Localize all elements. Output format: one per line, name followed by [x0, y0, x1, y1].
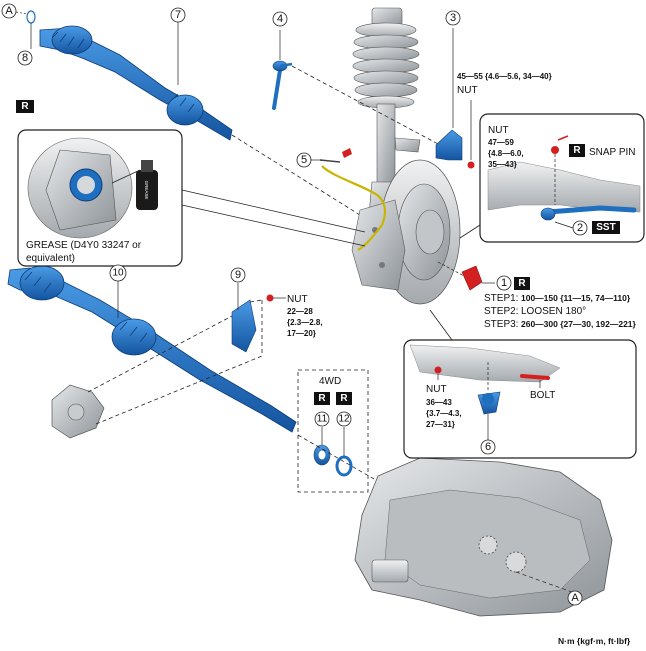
- ball-joint-nut-kgf: {3.7—4.3,: [426, 409, 462, 418]
- svg-text:A: A: [571, 592, 579, 604]
- grease-caption-2: equivalent): [26, 253, 75, 264]
- ball-joint-nut-ftlbf: 27—31}: [426, 420, 455, 429]
- badge-replace-1: R: [514, 277, 530, 290]
- badge-sst: SST: [592, 221, 620, 234]
- svg-text:11: 11: [317, 414, 328, 425]
- svg-text:R: R: [21, 101, 29, 112]
- step3-label: STEP3:: [484, 319, 518, 330]
- callout-8: 8: [17, 50, 33, 66]
- callout-3: 3: [445, 10, 461, 26]
- callout-9: 9: [230, 267, 246, 283]
- ball-joint-nut-value: 36—43: [426, 398, 452, 407]
- snap-pin-label: SNAP PIN: [589, 147, 636, 158]
- svg-text:R: R: [518, 278, 526, 289]
- grease-caption-1: GREASE (D4Y0 33247 or: [26, 240, 142, 251]
- step1-value: 100—150 {11—15, 74—110}: [521, 293, 631, 303]
- step1-label: STEP1:: [484, 293, 518, 304]
- harness-clip-red: [342, 148, 352, 158]
- inset-tie-rod: [479, 113, 645, 243]
- clip-ring: [26, 10, 36, 24]
- badge-replace-snap: R: [569, 144, 585, 157]
- strut-nut-red: [467, 161, 475, 169]
- bracket-nut-kgf: {2.3—2.8,: [287, 318, 323, 327]
- svg-text:6: 6: [485, 441, 491, 453]
- bracket-nut-red: [266, 294, 274, 302]
- joint-housing: [51, 384, 105, 439]
- torque-strut-label: NUT: [457, 85, 478, 96]
- callout-1: 1: [496, 275, 512, 291]
- brake-disc-knuckle: [351, 159, 461, 305]
- tie-rod-nut-label: NUT: [488, 125, 509, 136]
- svg-text:R: R: [340, 393, 348, 404]
- svg-text:R: R: [318, 393, 326, 404]
- inset-grease: [17, 129, 183, 267]
- callout-11: 11: [314, 411, 330, 427]
- transmission: [354, 457, 613, 617]
- callout-a-top: A: [1, 3, 17, 19]
- callout-7: 7: [170, 7, 186, 23]
- bracket-nut-value: 22—28: [287, 307, 313, 316]
- drive-shaft-lower: [7, 265, 297, 433]
- leader-dashed: [231, 134, 361, 216]
- badge-replace-11: R: [314, 392, 330, 405]
- svg-text:12: 12: [338, 414, 350, 425]
- badge-replace-8: R: [16, 100, 34, 113]
- units-note: N·m {kgf·m, ft·lbf}: [558, 636, 631, 646]
- callout-5: 5: [296, 152, 312, 168]
- callout-6: 6: [480, 439, 496, 455]
- svg-text:SST: SST: [596, 222, 615, 233]
- fourwd-box: [297, 369, 369, 493]
- hub-nut: [461, 265, 483, 291]
- svg-text:10: 10: [112, 268, 124, 279]
- step2-value: LOOSEN 180°: [521, 306, 586, 317]
- svg-text:2: 2: [577, 222, 583, 234]
- stabilizer-link: [272, 60, 293, 110]
- tie-rod-nut-ftlbf: 35—43}: [488, 160, 517, 169]
- torque-strut-value: 45—55 {4.6—5.6, 34—40}: [457, 72, 552, 81]
- svg-text:5: 5: [301, 154, 307, 166]
- tie-rod-nut-kgf: {4.8—6.0,: [488, 149, 524, 158]
- callout-2: 2: [572, 220, 588, 236]
- grease-can-label: GREASE: [144, 181, 149, 200]
- abs-harness: [321, 165, 387, 251]
- callout-10: 10: [109, 264, 127, 282]
- bracket-nut-label: NUT: [287, 294, 308, 305]
- clip-12: [335, 455, 353, 477]
- abs-sensor-bracket: [435, 129, 463, 161]
- bracket-nut-ftlbf: 17—20}: [287, 329, 316, 338]
- tie-rod-nut-value: 47—59: [488, 138, 514, 147]
- ball-joint-nut-label: NUT: [426, 384, 447, 395]
- svg-text:R: R: [573, 145, 581, 156]
- step2-label: STEP2:: [484, 306, 518, 317]
- svg-text:7: 7: [175, 9, 181, 21]
- abs-bracket: [319, 159, 341, 163]
- svg-text:8: 8: [22, 52, 28, 64]
- drive-shaft-upper: [39, 25, 233, 141]
- svg-text:3: 3: [450, 12, 456, 24]
- svg-text:4: 4: [277, 13, 283, 25]
- svg-text:A: A: [5, 5, 13, 17]
- svg-text:1: 1: [501, 277, 507, 289]
- svg-text:9: 9: [235, 269, 241, 281]
- fourwd-label: 4WD: [319, 376, 341, 387]
- shaft-bracket: [231, 299, 257, 353]
- callout-12: 12: [336, 411, 352, 427]
- strut-assembly: [352, 7, 421, 226]
- callout-4: 4: [272, 11, 288, 27]
- seal-ring-11: [313, 444, 331, 466]
- badge-replace-12: R: [336, 392, 352, 405]
- inset-ball-joint: [403, 339, 637, 459]
- callout-a-bottom: A: [567, 590, 583, 606]
- bolt-label: BOLT: [530, 390, 555, 401]
- step3-value: 260—300 {27—30, 192—221}: [521, 319, 637, 329]
